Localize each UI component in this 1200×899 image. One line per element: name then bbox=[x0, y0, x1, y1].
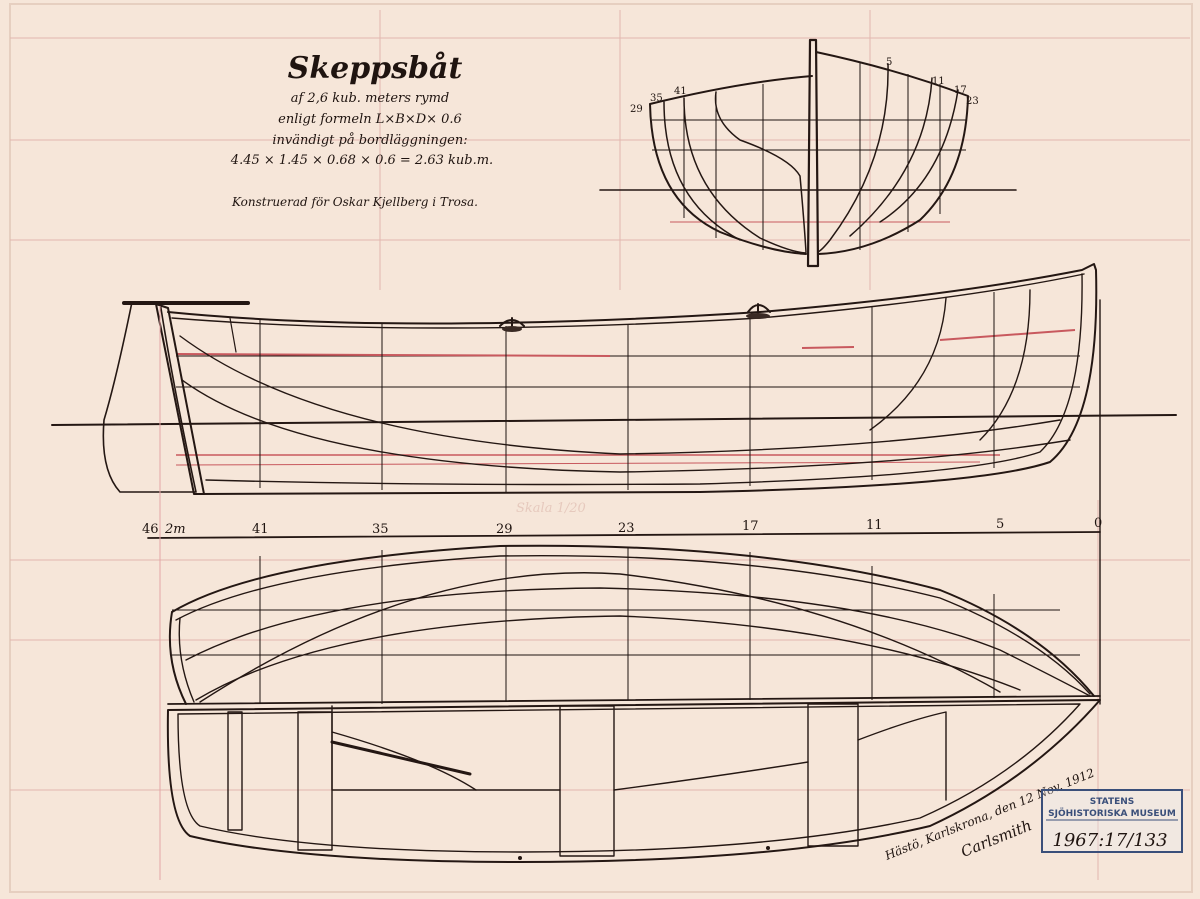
scale-0: 0 bbox=[1094, 516, 1102, 531]
bp-station-29: 29 bbox=[630, 104, 643, 115]
bp-station-17: 17 bbox=[954, 85, 967, 96]
bp-station-35: 35 bbox=[650, 93, 663, 104]
constructed-for: Konstruerad för Oskar Kjellberg i Trosa. bbox=[231, 195, 478, 209]
scale-17: 17 bbox=[742, 519, 759, 534]
title-line-2: enligt formeln L×B×D× 0.6 bbox=[278, 112, 462, 127]
profile-view: Skala 1/20 bbox=[51, 263, 1177, 516]
drawing-title: Skeppsbåt bbox=[288, 51, 463, 86]
scale-23: 23 bbox=[618, 521, 635, 536]
stamp-line-2: SJÖHISTORISKA MUSEUM bbox=[1048, 808, 1176, 819]
bp-station-5: 5 bbox=[886, 57, 892, 68]
scale-2m: 2m bbox=[164, 522, 186, 537]
title-line-4: 4.45 × 1.45 × 0.68 × 0.6 = 2.63 kub.m. bbox=[230, 153, 493, 168]
paper-edge bbox=[9, 3, 1193, 893]
title-block: Skeppsbåt af 2,6 kub. meters rymd enligt… bbox=[230, 51, 493, 209]
body-plan: 29 35 41 5 11 17 23 bbox=[599, 38, 1017, 268]
museum-stamp: STATENS SJÖHISTORISKA MUSEUM 1967:17/133 bbox=[1041, 789, 1183, 853]
title-line-3: invändigt på bordläggningen: bbox=[272, 132, 467, 148]
scale-5: 5 bbox=[996, 517, 1004, 532]
scale-41: 41 bbox=[252, 522, 269, 537]
bp-station-11: 11 bbox=[932, 76, 945, 87]
deck-plan bbox=[166, 699, 1101, 863]
scale-46: 46 bbox=[142, 522, 159, 537]
bp-station-23: 23 bbox=[966, 96, 979, 107]
bp-station-41: 41 bbox=[674, 86, 687, 97]
station-scale: 46 2m 41 35 29 23 17 11 5 0 bbox=[142, 299, 1102, 880]
scale-29: 29 bbox=[496, 522, 513, 537]
half-breadth-plan bbox=[167, 544, 1101, 705]
scale-11: 11 bbox=[866, 518, 883, 533]
title-line-1: af 2,6 kub. meters rymd bbox=[291, 91, 450, 106]
scale-35: 35 bbox=[372, 522, 389, 537]
stamp-line-1: STATENS bbox=[1090, 797, 1135, 807]
scale-label: Skala 1/20 bbox=[516, 501, 586, 516]
stamp-number: 1967:17/133 bbox=[1052, 830, 1167, 851]
